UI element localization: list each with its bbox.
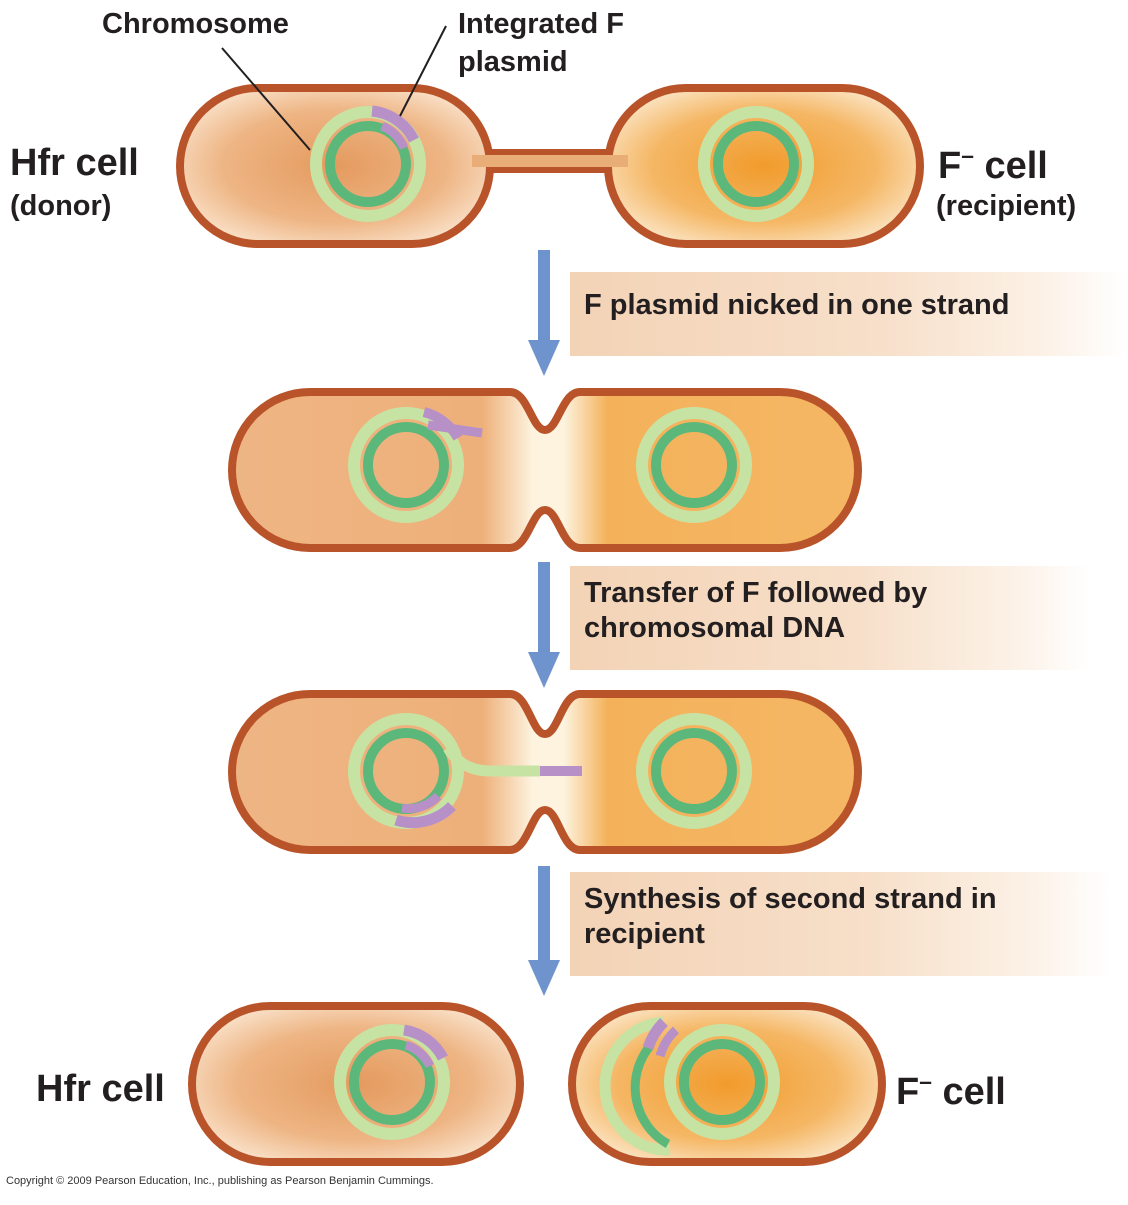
fminus-cell-bottom-label: F– cell [896, 1068, 1006, 1113]
plasmid-pointer-line [399, 25, 447, 117]
chromosome-pointer-line [221, 47, 311, 151]
integrated-f-plasmid-label-line1: Integrated F [458, 8, 624, 40]
row2-cells [228, 388, 862, 552]
merged-cells-row2 [228, 388, 862, 552]
fminus-chromosome-row1 [698, 106, 814, 222]
fminus-chromosome-row4 [599, 1016, 780, 1156]
recombinant-strand [599, 1016, 671, 1156]
fminus-chromosome-row2 [636, 407, 752, 523]
transferred-strand [443, 744, 540, 777]
fminus-cell-top-label: F– cell [938, 142, 1048, 187]
fminus-chromosome-row3 [636, 713, 752, 829]
hfr-cell-bottom-label: Hfr cell [36, 1068, 165, 1110]
hfr-chromosome-row4 [334, 1024, 450, 1140]
integrated-f-plasmid-label-line2: plasmid [458, 46, 568, 78]
hfr-chromosome-row2 [348, 407, 483, 523]
donor-label: (donor) [10, 190, 112, 222]
hfr-chromosome-row1 [310, 105, 426, 222]
step-2-caption: Transfer of F followed by chromosomal DN… [570, 566, 1090, 670]
step-arrow-2 [528, 562, 560, 688]
recipient-label: (recipient) [936, 190, 1077, 222]
hfr-chromosome-row3 [348, 713, 582, 829]
step-3-caption: Synthesis of second strand in recipient [570, 872, 1110, 976]
chromosome-label: Chromosome [102, 8, 289, 40]
hfr-cell-top-label: Hfr cell [10, 142, 139, 184]
step-arrow-1 [528, 250, 560, 376]
step-arrow-3 [528, 866, 560, 996]
step-1-caption: F plasmid nicked in one strand [570, 272, 1126, 356]
copyright-notice: Copyright © 2009 Pearson Education, Inc.… [6, 1175, 434, 1187]
